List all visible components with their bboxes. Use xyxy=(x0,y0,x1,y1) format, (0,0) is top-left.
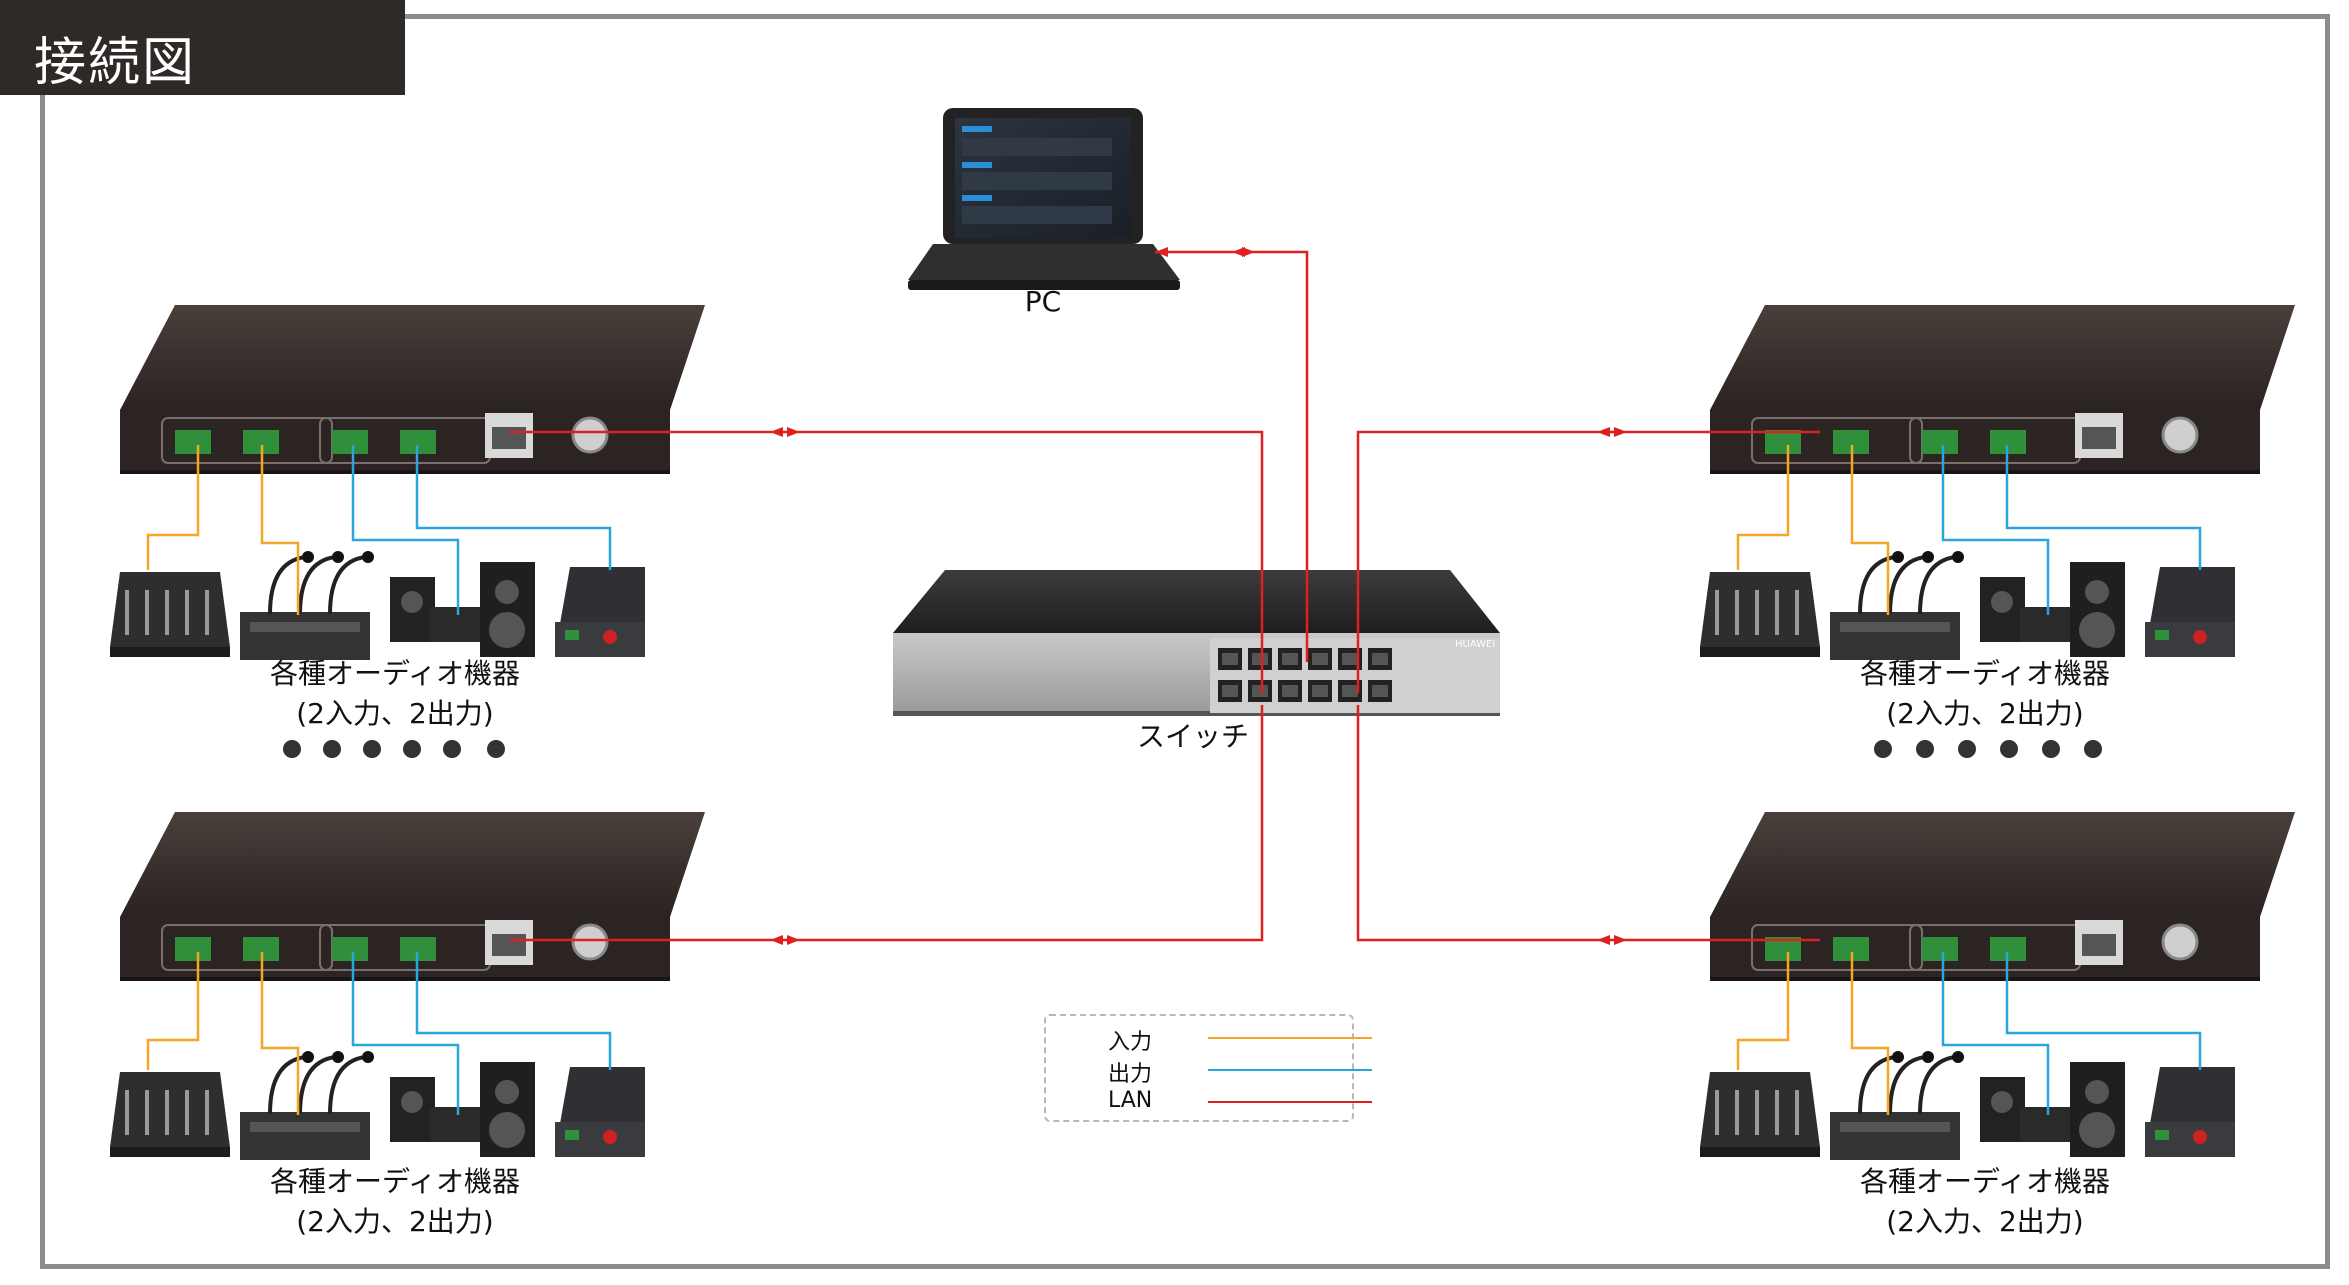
more-devices-dots-right xyxy=(1874,740,2102,758)
diagram-frame xyxy=(40,14,2330,1269)
dante-device-top-left xyxy=(118,303,707,476)
legend-swatch xyxy=(1208,1069,1372,1071)
group-caption-top-right: 各種オーディオ機器 (2入力、2出力) xyxy=(1850,652,2120,732)
group-sub: (2入力、2出力) xyxy=(296,1205,494,1238)
group-name: 各種オーディオ機器 xyxy=(269,657,521,690)
legend-label: 入力 xyxy=(1108,1030,1153,1055)
input-lines xyxy=(146,445,1890,1115)
legend-swatch xyxy=(1208,1101,1372,1103)
legend-label: 出力 xyxy=(1108,1062,1153,1087)
page-title: 接続図 xyxy=(34,33,197,93)
group-name: 各種オーディオ機器 xyxy=(1859,1165,2111,1198)
lan-arrows xyxy=(770,247,1627,945)
group-caption-bottom-left: 各種オーディオ機器 (2入力、2出力) xyxy=(260,1160,530,1240)
group-caption-top-left: 各種オーディオ機器 (2入力、2出力) xyxy=(260,652,530,732)
legend-item-lan: LAN xyxy=(1046,1088,1372,1118)
laptop-pc xyxy=(908,108,1180,290)
group-sub: (2入力、2出力) xyxy=(1886,697,2084,730)
title-banner: 接続図 xyxy=(0,0,405,95)
legend-swatch xyxy=(1208,1037,1372,1039)
switch-label: スイッチ xyxy=(1137,720,1249,753)
group-sub: (2入力、2出力) xyxy=(296,697,494,730)
group-name: 各種オーディオ機器 xyxy=(1859,657,2111,690)
dante-device-bottom-right xyxy=(1708,810,2297,983)
dante-device-top-right xyxy=(1708,303,2297,476)
pc-label: PC xyxy=(1025,285,1061,318)
legend: 入力 出力 LAN xyxy=(1044,1014,1372,1122)
legend-item-input: 入力 xyxy=(1046,1024,1372,1055)
group-sub: (2入力、2出力) xyxy=(1886,1205,2084,1238)
audio-equipment-bottom-left xyxy=(108,1049,647,1162)
group-name: 各種オーディオ機器 xyxy=(269,1165,521,1198)
more-devices-dots-left xyxy=(283,740,505,758)
legend-label: LAN xyxy=(1108,1088,1153,1113)
dante-device-bottom-left xyxy=(118,810,707,983)
switch-brand: HUAWEI xyxy=(1455,639,1495,650)
group-caption-bottom-right: 各種オーディオ機器 (2入力、2出力) xyxy=(1850,1160,2120,1240)
lan-lines xyxy=(510,250,1820,942)
legend-item-output: 出力 xyxy=(1046,1056,1372,1087)
audio-equipment-top-right xyxy=(1698,549,2237,662)
audio-equipment-bottom-right xyxy=(1698,1049,2237,1162)
audio-equipment-top-left xyxy=(108,549,647,662)
output-lines xyxy=(351,445,2202,1115)
network-switch: HUAWEI xyxy=(893,570,1500,716)
